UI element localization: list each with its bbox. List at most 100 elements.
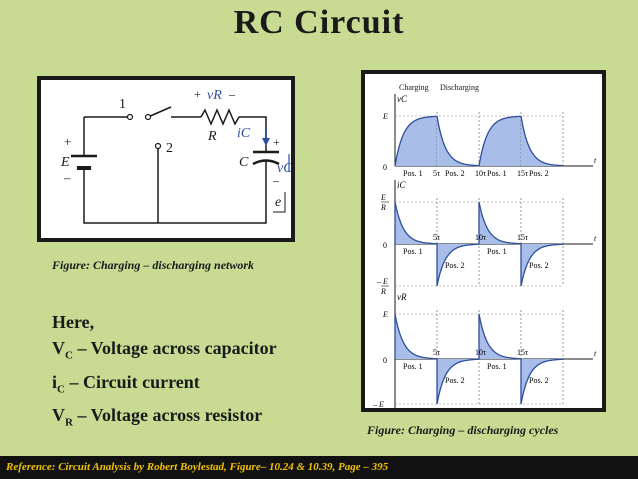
definition-vr: VR – Voltage across resistor bbox=[52, 402, 277, 436]
vr-label: vR bbox=[207, 88, 222, 103]
vc-charging-curve-fill bbox=[479, 116, 521, 166]
x-axis-label: t bbox=[594, 156, 597, 165]
ic-arrow-icon bbox=[262, 138, 270, 146]
vc-plus: + bbox=[273, 135, 280, 149]
pos2-label: Pos. 2 bbox=[445, 261, 465, 270]
ic-max-R: R bbox=[380, 203, 386, 212]
resistor-label: R bbox=[207, 129, 217, 144]
tick-label: 15τ bbox=[517, 169, 529, 178]
tick-label: 5τ bbox=[433, 348, 441, 357]
vc-text: – Voltage across capacitor bbox=[72, 338, 277, 358]
vr-positive-pulse bbox=[478, 313, 522, 360]
ic-text: – Circuit current bbox=[64, 371, 200, 392]
definitions-heading: Here, bbox=[52, 312, 95, 332]
switch-contact-1 bbox=[126, 113, 134, 121]
waveforms-caption: Figure: Charging – discharging cycles bbox=[367, 423, 559, 437]
pos2-label: Pos. 2 bbox=[445, 169, 465, 178]
source-label: E bbox=[60, 155, 70, 170]
ic-positive-pulse-fill bbox=[395, 202, 437, 244]
resistor bbox=[200, 108, 240, 126]
ic-subscript: C bbox=[57, 383, 65, 396]
vr-plus: + bbox=[194, 87, 201, 101]
vr-subscript: R bbox=[65, 416, 73, 429]
vc-symbol: V bbox=[52, 338, 65, 358]
ic-symbol: i bbox=[52, 371, 58, 392]
header-charging: Charging bbox=[399, 83, 429, 92]
definition-ic: iC – Circuit current bbox=[52, 369, 277, 403]
vc-charging-curve bbox=[394, 115, 438, 167]
x-axis-label: t bbox=[594, 349, 597, 358]
vc-minus: – bbox=[272, 173, 280, 187]
pos2-label: Pos. 2 bbox=[529, 261, 549, 270]
switch-contact-2 bbox=[154, 142, 162, 150]
pos1-label: Pos. 1 bbox=[403, 247, 423, 256]
source-plus: + bbox=[64, 134, 71, 149]
vc-charging-curve-fill bbox=[395, 116, 437, 166]
ic-positive-pulse bbox=[394, 201, 437, 245]
ic-positive-pulse bbox=[478, 201, 521, 245]
y-axis-label: vC bbox=[397, 94, 408, 104]
vr-negative-pulse bbox=[436, 358, 480, 405]
source-minus: – bbox=[63, 170, 71, 185]
tick-label: 5τ bbox=[433, 169, 441, 178]
vc-charging-curve bbox=[478, 115, 522, 167]
tick-label: 10τ bbox=[475, 233, 487, 242]
tick-label: 10τ bbox=[475, 348, 487, 357]
vc-discharging-curve-fill bbox=[437, 116, 479, 166]
origin-label: 0 bbox=[383, 163, 387, 172]
vc-discharging-curve bbox=[436, 115, 480, 167]
min-label: – E bbox=[372, 400, 384, 408]
vc-label: vC bbox=[277, 161, 291, 176]
vc-discharging-curve-fill bbox=[521, 116, 563, 166]
tick-label: 10τ bbox=[475, 169, 487, 178]
ic-label: iC bbox=[237, 126, 251, 141]
ic-negative-pulse bbox=[436, 243, 479, 287]
pos1-label: Pos. 1 bbox=[403, 169, 423, 178]
ic-max-E: E bbox=[380, 193, 386, 202]
switch-pos1-label: 1 bbox=[119, 97, 126, 112]
ic-negative-pulse-fill bbox=[521, 244, 563, 286]
tick-label: 5τ bbox=[433, 233, 441, 242]
pos2-label: Pos. 2 bbox=[529, 169, 549, 178]
e-bracket bbox=[273, 192, 286, 213]
vc-subscript: C bbox=[65, 349, 73, 362]
pos2-label: Pos. 2 bbox=[529, 376, 549, 385]
pos1-label: Pos. 1 bbox=[487, 362, 507, 371]
y-axis-label: iC bbox=[397, 180, 407, 190]
vr-positive-pulse-fill bbox=[479, 314, 521, 359]
switch-pivot bbox=[144, 113, 152, 121]
header-discharging: Discharging bbox=[440, 83, 479, 92]
origin-label: 0 bbox=[383, 241, 387, 250]
vr-positive-pulse-fill bbox=[395, 314, 437, 359]
ic-min-R: R bbox=[380, 287, 386, 296]
max-label: E bbox=[382, 112, 388, 121]
pos1-label: Pos. 1 bbox=[403, 362, 423, 371]
circuit-diagram: 1 2 E + – R + vR – iC C + – vC e bbox=[60, 87, 291, 224]
ic-negative-pulse-fill bbox=[437, 244, 479, 286]
vr-negative-pulse-fill bbox=[521, 359, 563, 404]
capacitor-plate-bottom bbox=[252, 159, 280, 166]
e-label: e bbox=[275, 195, 281, 210]
switch-pos2-label: 2 bbox=[166, 141, 173, 156]
slide-title: RC Circuit bbox=[233, 4, 405, 41]
pos1-label: Pos. 1 bbox=[487, 247, 507, 256]
definition-vc: VC – Voltage across capacitor bbox=[52, 335, 277, 369]
vc-discharging-curve bbox=[520, 115, 564, 167]
wire-bottom bbox=[83, 168, 267, 224]
pos2-label: Pos. 2 bbox=[445, 376, 465, 385]
vr-symbol: V bbox=[52, 405, 65, 426]
x-axis-label: t bbox=[594, 234, 597, 243]
vr-text: – Voltage across resistor bbox=[72, 405, 263, 426]
max-label: E bbox=[382, 310, 388, 319]
capacitor-label: C bbox=[239, 155, 249, 170]
vr-negative-pulse bbox=[520, 358, 564, 405]
origin-label: 0 bbox=[383, 356, 387, 365]
ic-min-E: – E bbox=[376, 277, 388, 286]
reference-footer: Reference: Circuit Analysis by Robert Bo… bbox=[0, 456, 638, 479]
y-axis-label: vR bbox=[397, 292, 407, 302]
definitions: Here, VC – Voltage across capacitor iC –… bbox=[52, 309, 277, 436]
circuit-diagram-frame: 1 2 E + – R + vR – iC C + – vC e bbox=[37, 76, 295, 242]
